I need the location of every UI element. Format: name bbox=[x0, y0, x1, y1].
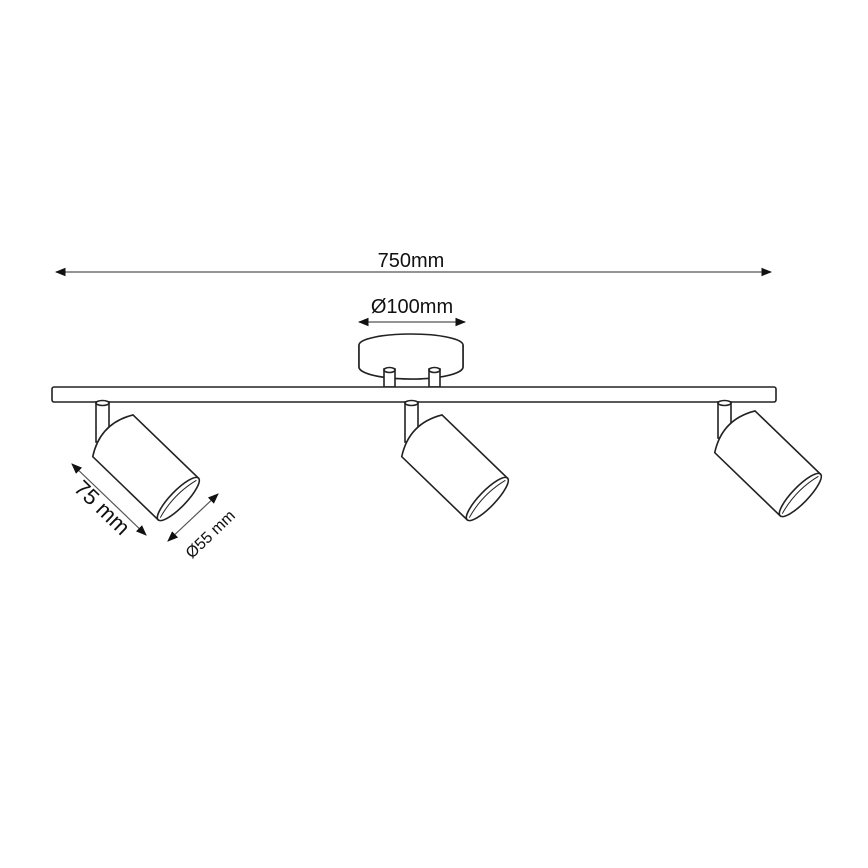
spot-length-arrow bbox=[71, 463, 147, 536]
spot-2 bbox=[394, 399, 515, 527]
canopy-diameter-label: Ø100mm bbox=[371, 296, 453, 318]
spot-3 bbox=[707, 399, 828, 523]
spot-diameter-label: Ø55 mm bbox=[183, 507, 239, 562]
spot-1 bbox=[85, 399, 206, 527]
spot-diameter-arrow bbox=[167, 493, 219, 542]
length-label: 750mm bbox=[378, 250, 445, 272]
ceiling-canopy bbox=[358, 333, 464, 388]
mounting-bar bbox=[51, 386, 777, 403]
